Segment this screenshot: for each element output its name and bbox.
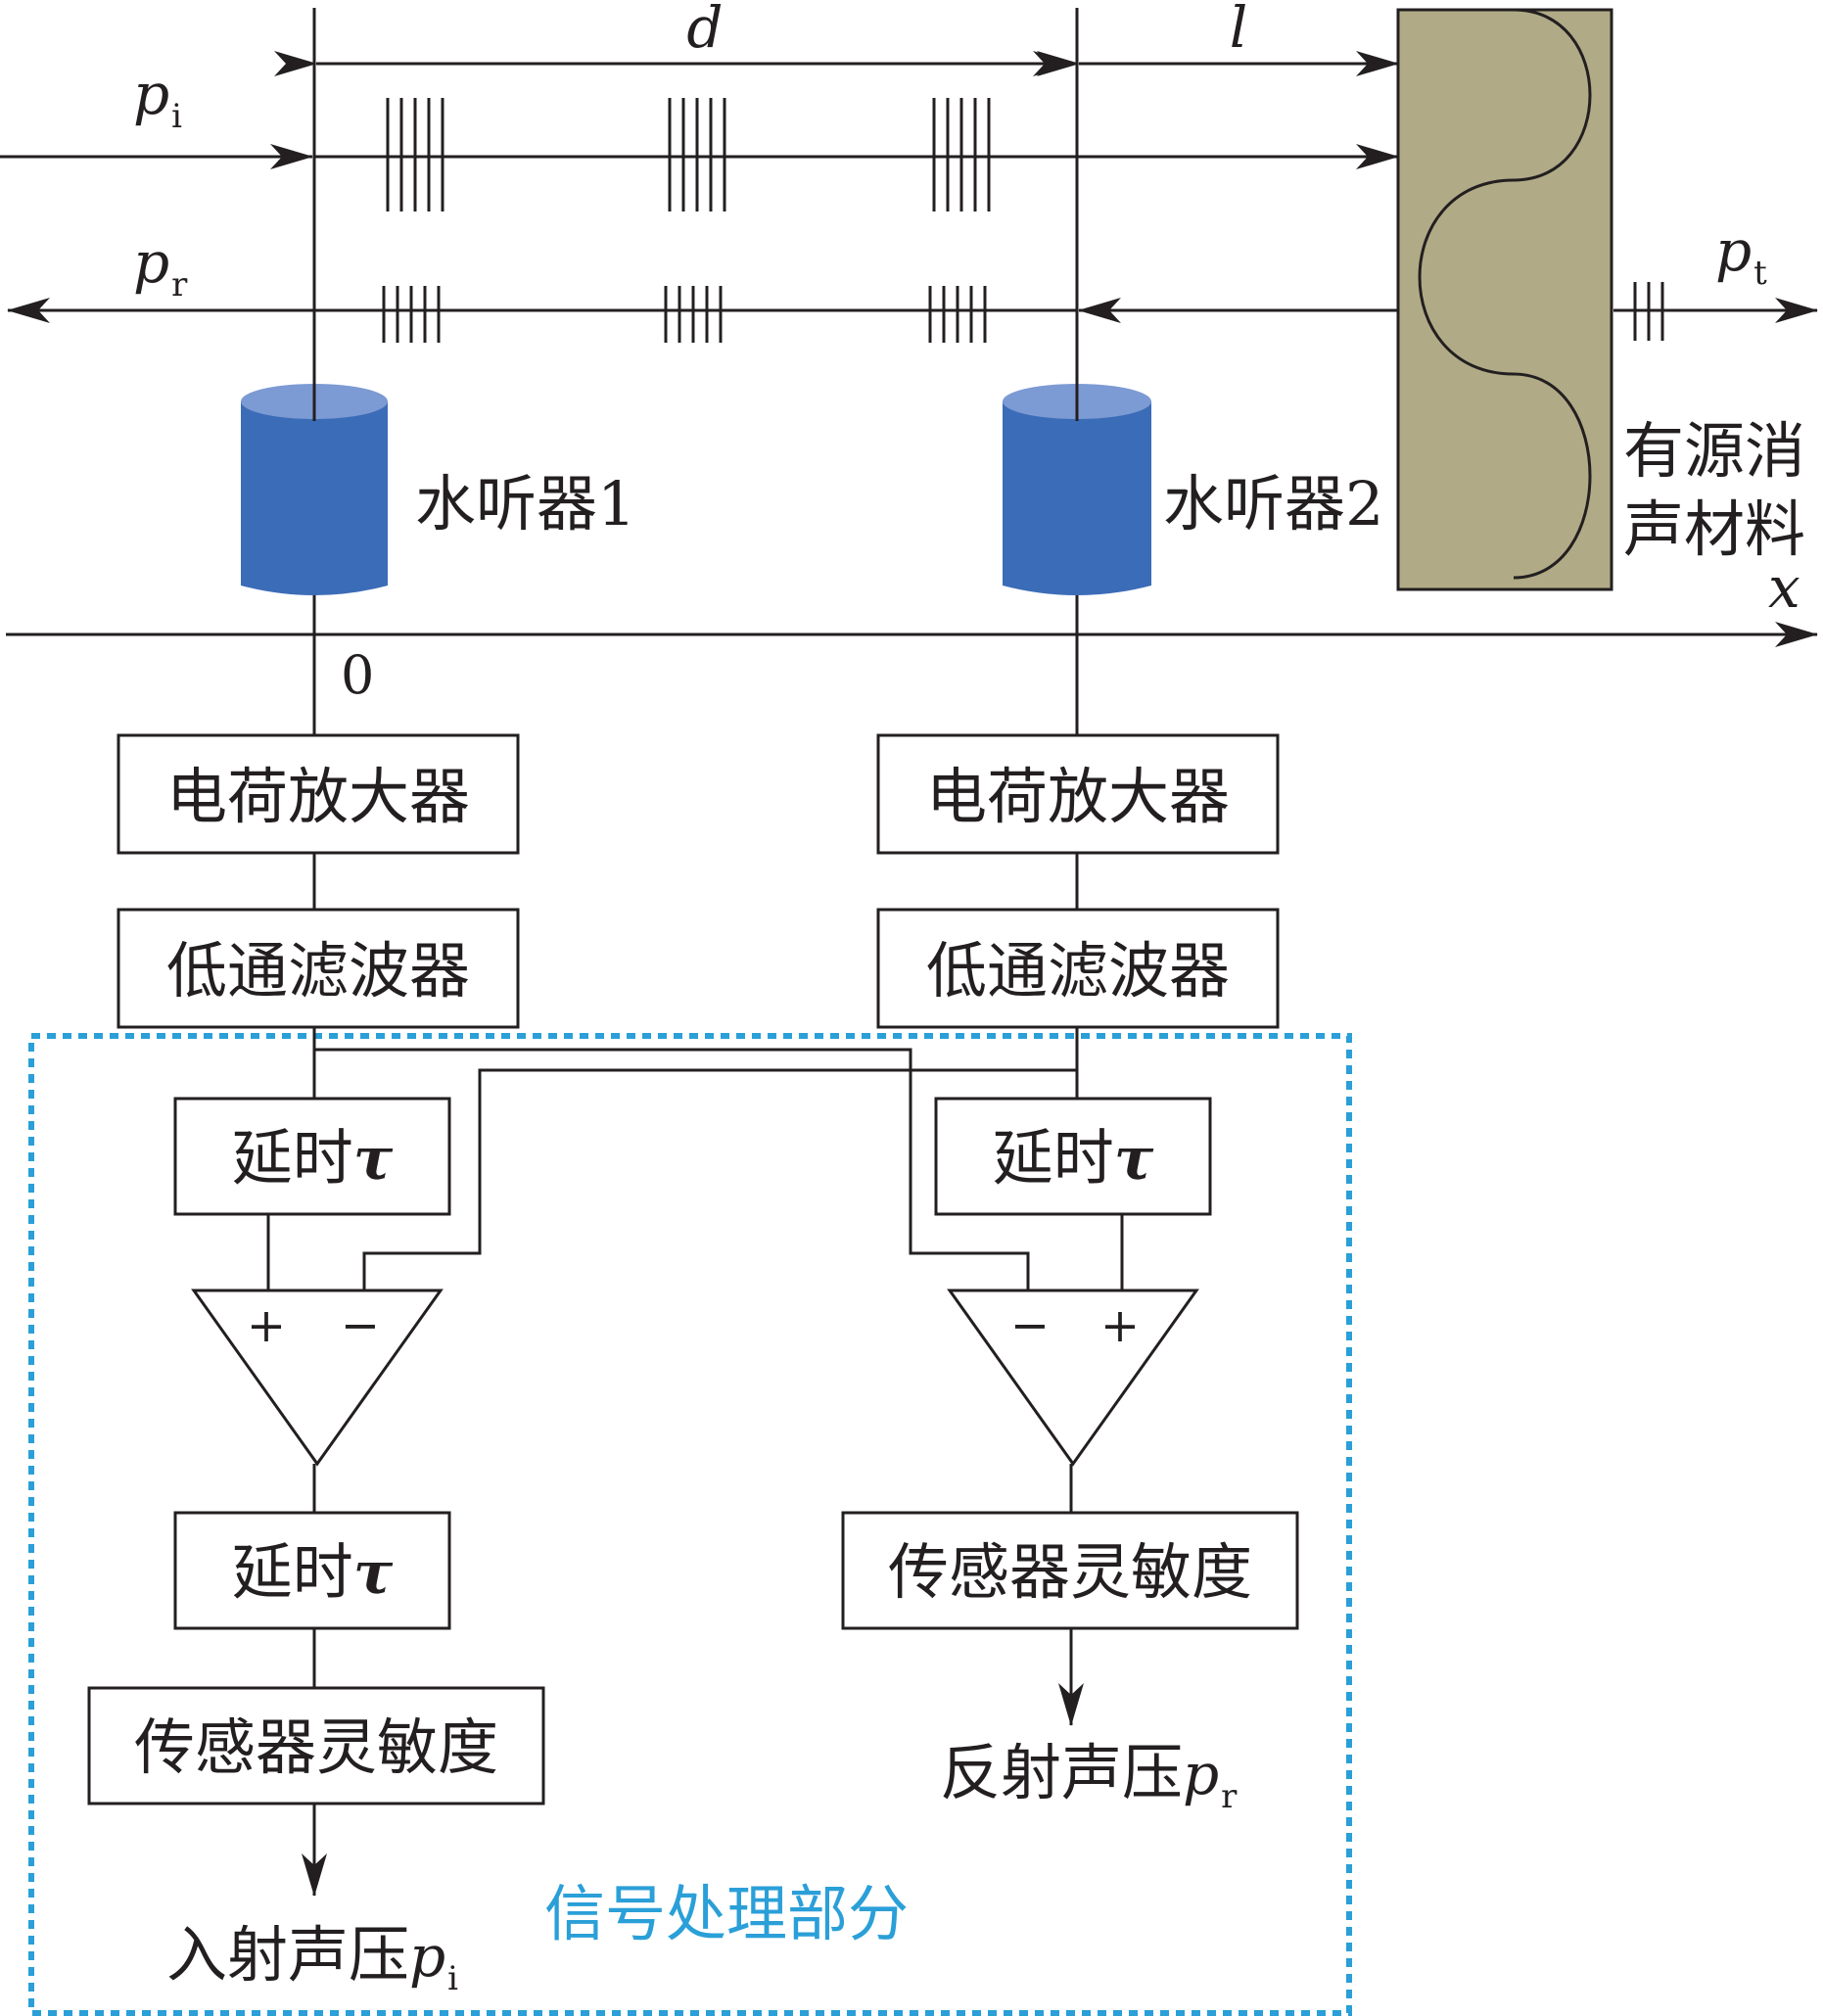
sensitivity-left: 传感器灵敏度	[134, 1711, 498, 1783]
left-minus-sign: −	[341, 1298, 380, 1353]
delay-left-bottom-box	[173, 1511, 451, 1630]
sensitivity-right: 传感器灵敏度	[888, 1536, 1252, 1608]
label-p-i: pi	[133, 61, 182, 136]
hydrophone2-label: 水听器2	[1163, 468, 1383, 539]
label-l: l	[1230, 0, 1248, 61]
origin-label: 0	[341, 644, 374, 706]
lowpass-filter-right: 低通滤波器	[926, 935, 1230, 1007]
left-plus-sign: +	[247, 1298, 286, 1353]
delay-left-top-box	[173, 1097, 451, 1216]
material-label-line2: 声材料	[1623, 493, 1805, 565]
transmitted-wavefronts	[1633, 282, 1664, 341]
delay-left-top: 延时τ	[232, 1122, 394, 1194]
subtractor-left	[191, 1289, 444, 1467]
subtractor-right	[947, 1289, 1199, 1467]
reflected-wavefronts	[382, 286, 987, 343]
label-d: d	[686, 0, 723, 61]
charge-amplifier-left-box	[117, 733, 520, 855]
active-material-block	[1396, 8, 1613, 591]
sensitivity-right-box	[841, 1511, 1299, 1630]
incident-pressure-output: 入射声压pi	[166, 1919, 458, 1998]
charge-amplifier-left: 电荷放大器	[166, 761, 470, 832]
delay-right-top: 延时τ	[993, 1122, 1154, 1194]
label-p-r: pr	[133, 229, 188, 305]
delay-left-bottom: 延时τ	[232, 1536, 394, 1608]
label-p-t: pt	[1715, 217, 1767, 293]
x-axis-label: x	[1768, 554, 1800, 621]
reflected-pressure-output: 反射声压pr	[940, 1737, 1238, 1816]
right-minus-sign: −	[1010, 1298, 1050, 1353]
signal-processing-region	[28, 1033, 1352, 2016]
delay-right-top-box	[934, 1097, 1212, 1216]
lowpass-filter-left-box	[117, 908, 520, 1029]
lowpass-filter-left: 低通滤波器	[166, 935, 470, 1007]
lowpass-filter-right-box	[876, 908, 1280, 1029]
charge-amplifier-right-box	[876, 733, 1280, 855]
incident-wavefronts	[386, 98, 991, 211]
charge-amplifier-right: 电荷放大器	[926, 761, 1230, 832]
sensitivity-left-box	[87, 1686, 545, 1805]
signal-processing-label: 信号处理部分	[544, 1878, 909, 1949]
hydrophone1-label: 水听器1	[415, 468, 635, 539]
material-label-line1: 有源消	[1623, 415, 1805, 487]
right-plus-sign: +	[1100, 1298, 1140, 1353]
